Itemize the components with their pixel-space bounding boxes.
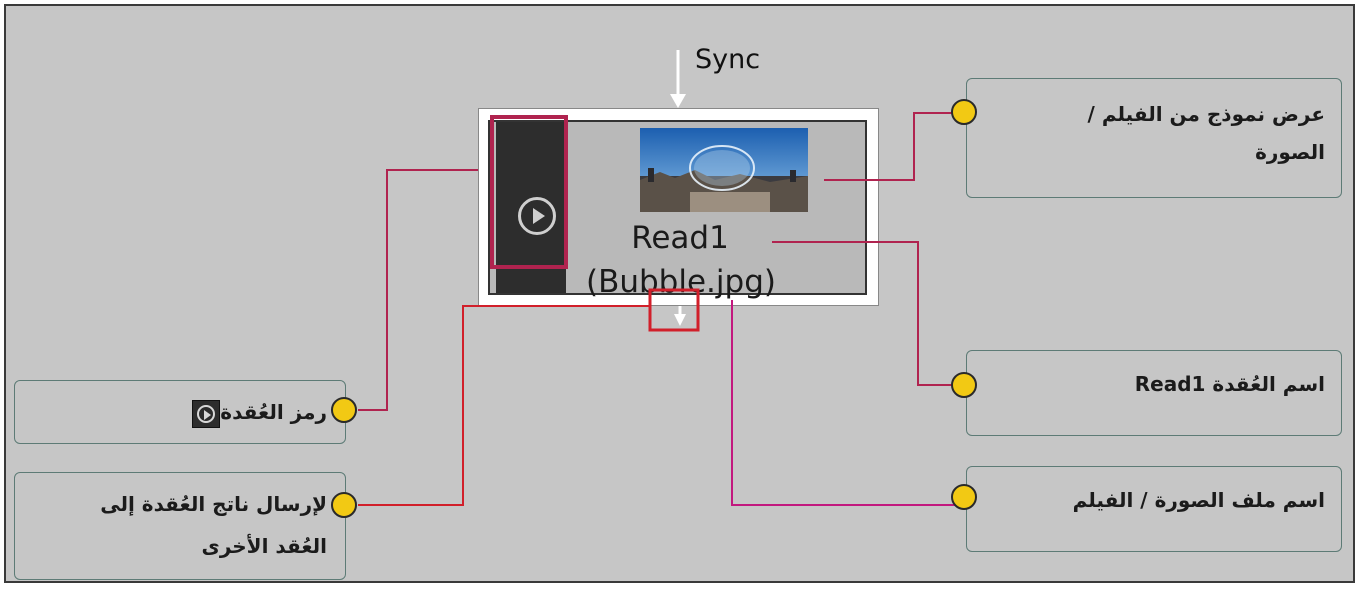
- callout-output-line1: لإرسال ناتج العُقدة إلى: [100, 485, 327, 523]
- callout-file-name: اسم ملف الصورة / الفيلم: [966, 466, 1342, 552]
- connector-dot-output: [331, 492, 357, 518]
- callout-node-icon-text: رمز العُقدة: [220, 400, 327, 424]
- connector-dot-node-name: [951, 372, 977, 398]
- play-circle-icon: [192, 400, 220, 428]
- callout-node-icon-row: رمز العُقدة: [186, 393, 327, 431]
- callout-node-icon: رمز العُقدة: [14, 380, 346, 444]
- callout-node-name-text: اسم العُقدة Read1: [1135, 365, 1325, 403]
- callout-output: لإرسال ناتج العُقدة إلى العُقد الأخرى: [14, 472, 346, 580]
- callout-thumbnail-line2: الصورة: [1255, 133, 1325, 171]
- wire-output: [358, 306, 650, 505]
- sync-arrow-head: [670, 94, 686, 108]
- wire-node-icon: [358, 170, 478, 410]
- callout-node-name: اسم العُقدة Read1: [966, 350, 1342, 436]
- callout-thumbnail-line1: عرض نموذج من الفيلم /: [1088, 95, 1325, 133]
- callout-output-line2: العُقد الأخرى: [202, 527, 328, 565]
- connector-dot-node-icon: [331, 397, 357, 423]
- wire-node-name: [772, 242, 955, 385]
- callout-thumbnail-preview: عرض نموذج من الفيلم / الصورة: [966, 78, 1342, 198]
- wire-file-name: [732, 300, 955, 505]
- output-highlight-box: [650, 290, 698, 330]
- connector-dot-file-name: [951, 484, 977, 510]
- connector-dot-thumbnail: [951, 99, 977, 125]
- wire-thumbnail: [824, 113, 955, 180]
- icon-highlight-box: [492, 117, 566, 267]
- callout-file-name-text: اسم ملف الصورة / الفيلم: [1073, 481, 1325, 519]
- output-arrow-head: [674, 314, 686, 326]
